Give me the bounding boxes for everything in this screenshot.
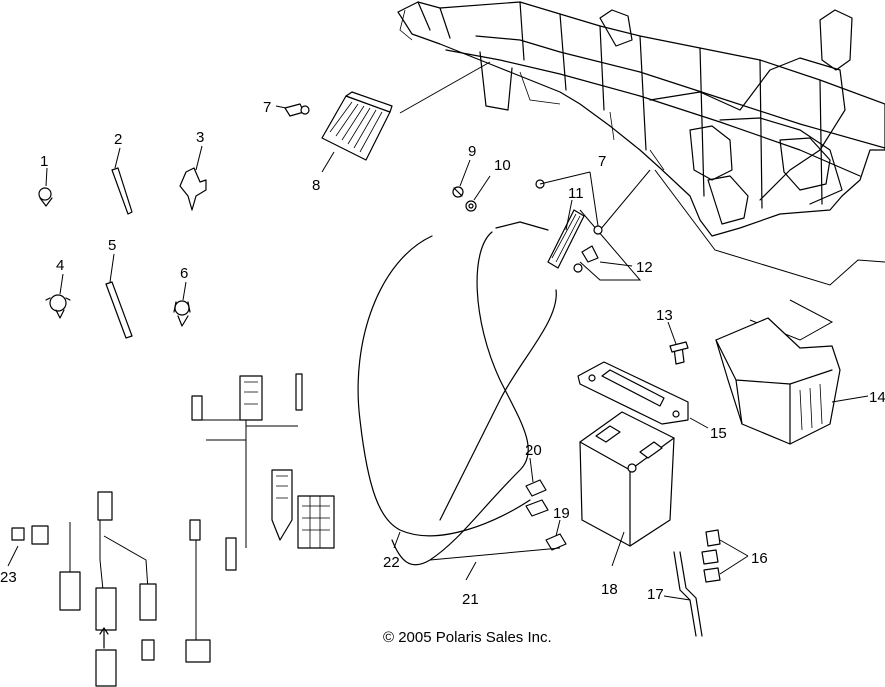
callout-1: 1 (40, 153, 48, 170)
part-5-tie (105, 253, 133, 339)
callout-2: 2 (114, 131, 122, 148)
part-15-bracket (577, 361, 709, 429)
part-7-nuts (535, 171, 603, 235)
callout-20: 20 (525, 442, 542, 459)
part-7-screw (275, 103, 310, 117)
callout-17: 17 (647, 586, 664, 603)
part-14-battery-box (715, 317, 869, 445)
callout-9: 9 (468, 143, 476, 160)
callout-15: 15 (710, 425, 727, 442)
callout-3: 3 (196, 129, 204, 146)
part-1-clip (38, 167, 53, 207)
vehicle-frame (397, 1, 885, 341)
callout-21: 21 (462, 591, 479, 608)
part-9-bolt (452, 159, 471, 198)
battery-cables (357, 221, 567, 581)
part-17-rod (663, 551, 703, 637)
callout-4: 4 (56, 257, 64, 274)
part-10-washer (465, 175, 491, 212)
part-3-clip (179, 145, 207, 211)
wire-harness (7, 373, 335, 687)
callout-labels: 1 2 3 4 5 6 7 7 8 9 10 11 12 13 14 15 16… (0, 99, 885, 608)
callout-8: 8 (312, 177, 320, 194)
callout-13: 13 (656, 307, 673, 324)
part-8-block (321, 91, 393, 173)
copyright-notice: © 2005 Polaris Sales Inc. (383, 629, 552, 646)
callout-10: 10 (494, 157, 511, 174)
callout-11: 11 (568, 185, 584, 202)
part-11-terminal-block (547, 199, 585, 269)
callout-7-right: 7 (598, 153, 606, 170)
callout-7-left: 7 (263, 99, 271, 116)
callout-12: 12 (636, 259, 653, 276)
callout-14: 14 (869, 389, 885, 406)
part-16-hardware (701, 529, 749, 583)
part-2-tie (111, 147, 133, 215)
callout-18: 18 (601, 581, 618, 598)
callout-5: 5 (108, 237, 116, 254)
callout-16: 16 (751, 550, 768, 567)
callout-22: 22 (383, 554, 400, 571)
part-12-screw (573, 245, 633, 273)
part-6-clip (173, 281, 191, 327)
part-18-battery (579, 411, 675, 567)
part-4-clip (45, 273, 71, 319)
callout-23: 23 (0, 569, 17, 586)
callout-19: 19 (553, 505, 570, 522)
part-13-bolt (667, 321, 689, 365)
callout-6: 6 (180, 265, 188, 282)
